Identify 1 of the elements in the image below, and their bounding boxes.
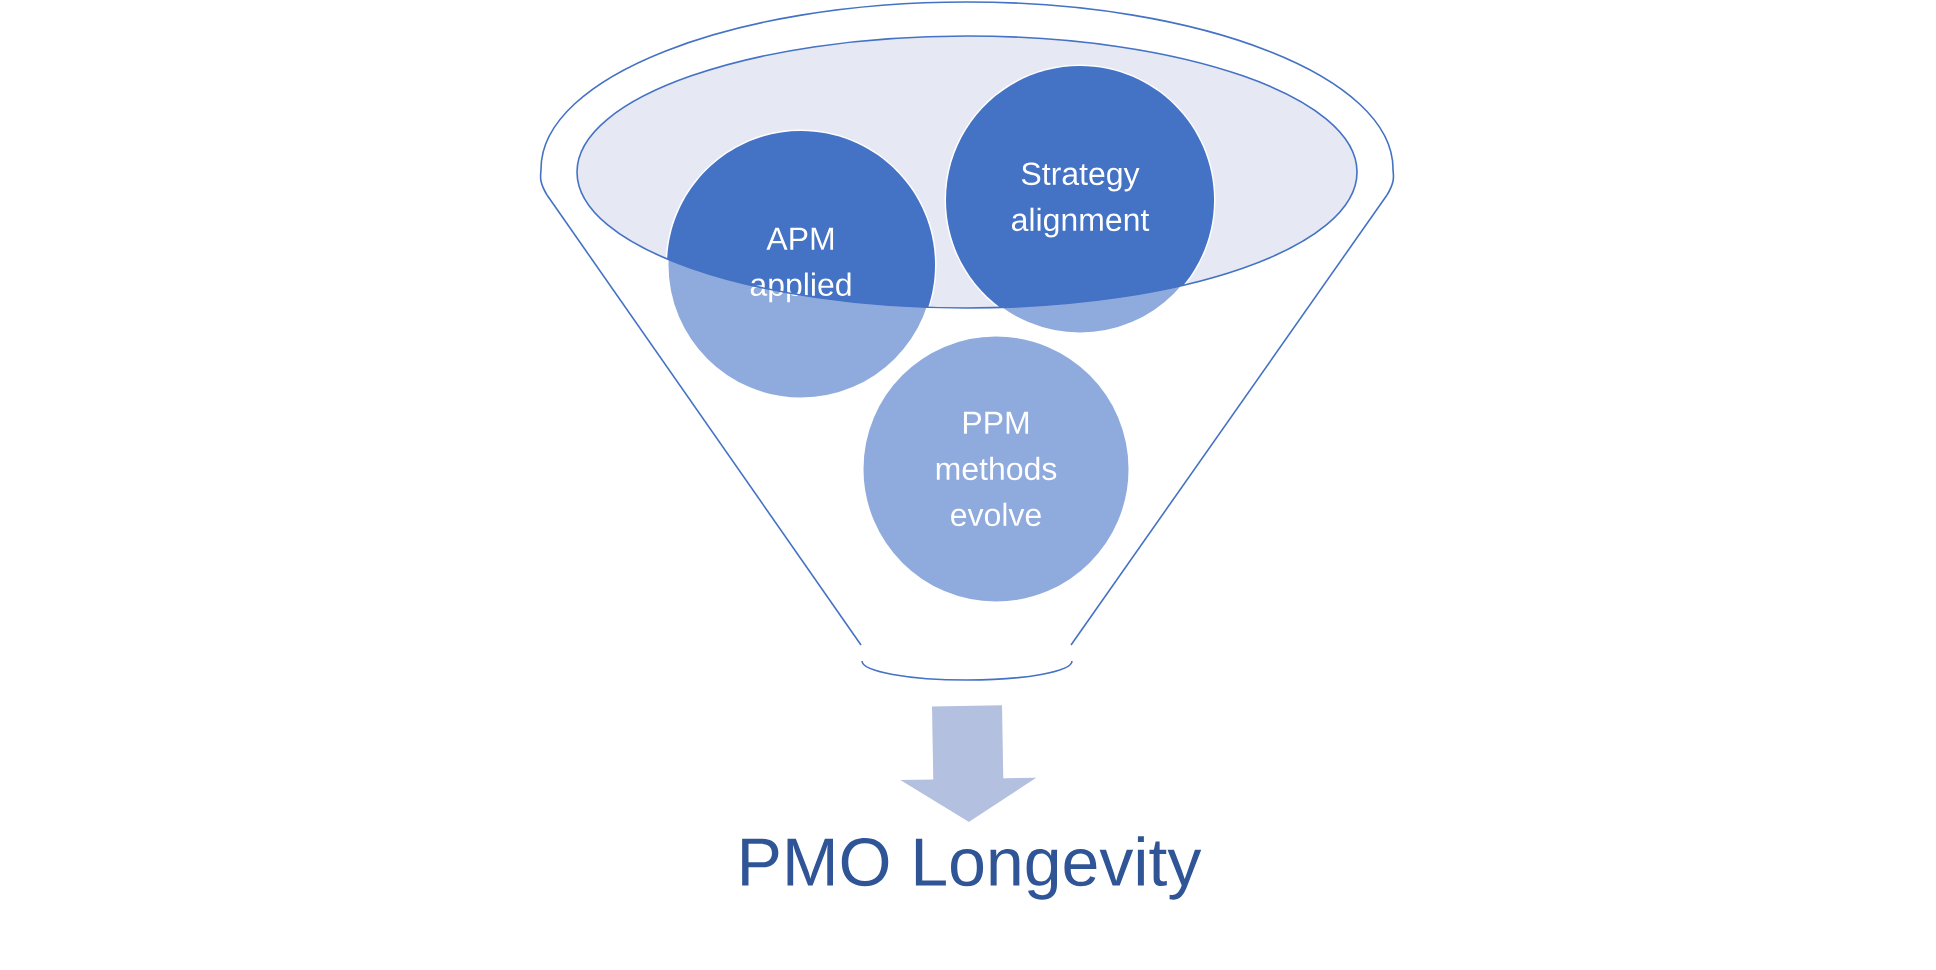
result-label: PMO Longevity [742,836,1202,900]
